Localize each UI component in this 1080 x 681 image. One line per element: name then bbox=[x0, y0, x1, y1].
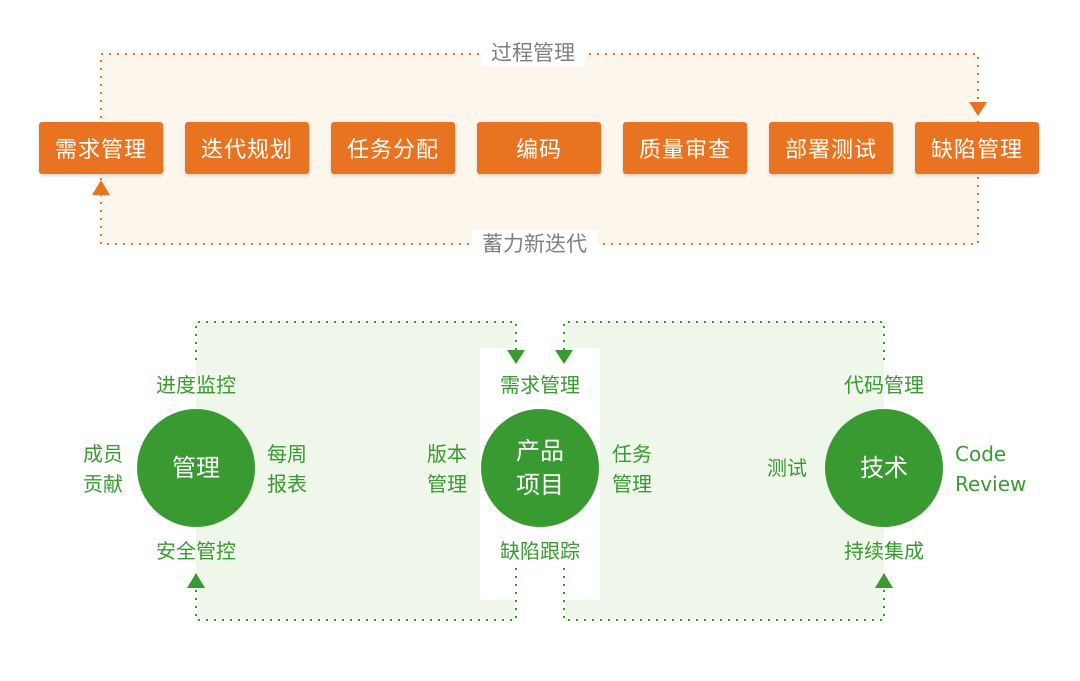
hub-management-label: 管理 bbox=[172, 454, 220, 482]
label-progress-monitoring: 进度监控 bbox=[156, 373, 236, 397]
label-requirements-management: 需求管理 bbox=[500, 373, 580, 397]
left-loop-fill bbox=[196, 322, 516, 620]
left-loop-bottom-line bbox=[195, 568, 517, 621]
hub-product-line2: 项目 bbox=[516, 471, 564, 499]
arrow-up-icon bbox=[875, 573, 893, 588]
label-version-management: 版本管理 bbox=[427, 442, 467, 496]
label-code-management: 代码管理 bbox=[844, 373, 924, 397]
step-deploy-test: 部署测试 bbox=[769, 122, 893, 174]
step-quality-review: 质量审查 bbox=[623, 122, 747, 174]
step-defect-management: 缺陷管理 bbox=[915, 122, 1039, 174]
step-iteration-planning: 迭代规划 bbox=[185, 122, 309, 174]
arrow-up-icon bbox=[92, 180, 110, 195]
hub-technology: 技术 bbox=[825, 409, 943, 527]
step-coding: 编码 bbox=[477, 122, 601, 174]
label-weekly-report: 每周报表 bbox=[267, 442, 307, 496]
step-requirements: 需求管理 bbox=[39, 122, 163, 174]
label-defect-tracking: 缺陷跟踪 bbox=[500, 539, 580, 563]
label-member-contribution: 成员贡献 bbox=[83, 442, 123, 496]
hub-product-line1: 产品 bbox=[516, 437, 564, 465]
arrow-down-icon bbox=[555, 350, 573, 364]
label-security-control: 安全管控 bbox=[156, 539, 236, 563]
process-bottom-label: 蓄力新迭代 bbox=[472, 230, 597, 258]
arrow-up-icon bbox=[187, 573, 205, 588]
hub-technology-label: 技术 bbox=[860, 454, 908, 482]
label-testing: 测试 bbox=[767, 456, 807, 480]
right-loop-bottom-line bbox=[563, 568, 885, 621]
label-task-management: 任务管理 bbox=[612, 442, 652, 496]
hub-product-project: 产品 项目 bbox=[481, 409, 599, 527]
process-top-label: 过程管理 bbox=[481, 39, 585, 67]
right-loop-fill bbox=[564, 322, 884, 620]
step-task-assignment: 任务分配 bbox=[331, 122, 455, 174]
label-continuous-integration: 持续集成 bbox=[844, 539, 924, 563]
arrow-down-icon bbox=[507, 350, 525, 364]
arrow-down-icon bbox=[969, 102, 987, 116]
hub-management: 管理 bbox=[137, 409, 255, 527]
